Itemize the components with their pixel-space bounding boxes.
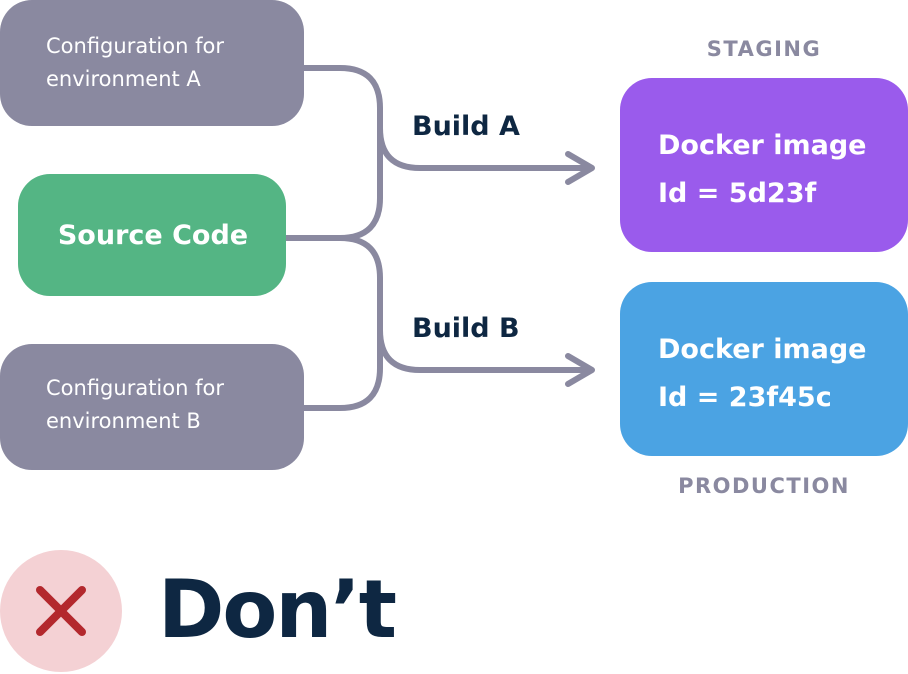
production-docker-image-node: Docker image Id = 23f45c — [620, 282, 908, 456]
config-environment-a-node: Configuration for environment A — [0, 0, 304, 126]
arrowhead-build-b — [565, 353, 595, 387]
connector-config-a — [283, 65, 383, 241]
staging-image-line1: Docker image — [658, 130, 867, 161]
build-b-label: Build B — [412, 313, 520, 344]
connector-config-b — [301, 235, 383, 411]
config-a-line1: Configuration for — [46, 34, 224, 58]
config-b-line2: environment B — [46, 409, 201, 433]
dont-label: Don’t — [158, 563, 397, 656]
arrowhead-build-a — [565, 151, 595, 185]
production-label: PRODUCTION — [678, 474, 850, 498]
staging-label: STAGING — [706, 37, 822, 61]
dont-badge — [0, 550, 122, 672]
production-image-line1: Docker image — [658, 334, 867, 365]
build-a-label: Build A — [412, 111, 520, 142]
config-a-line2: environment A — [46, 67, 201, 91]
close-icon — [36, 586, 86, 636]
arrow-build-b — [377, 327, 593, 373]
staging-docker-image-node: Docker image Id = 5d23f — [620, 78, 908, 252]
production-image-line2: Id = 23f45c — [658, 382, 832, 413]
config-environment-b-node: Configuration for environment B — [0, 344, 304, 470]
staging-image-line2: Id = 5d23f — [658, 178, 817, 209]
config-b-line1: Configuration for — [46, 376, 224, 400]
source-code-label: Source Code — [57, 219, 249, 251]
arrow-build-a — [377, 125, 593, 171]
source-code-node: Source Code — [18, 174, 286, 296]
